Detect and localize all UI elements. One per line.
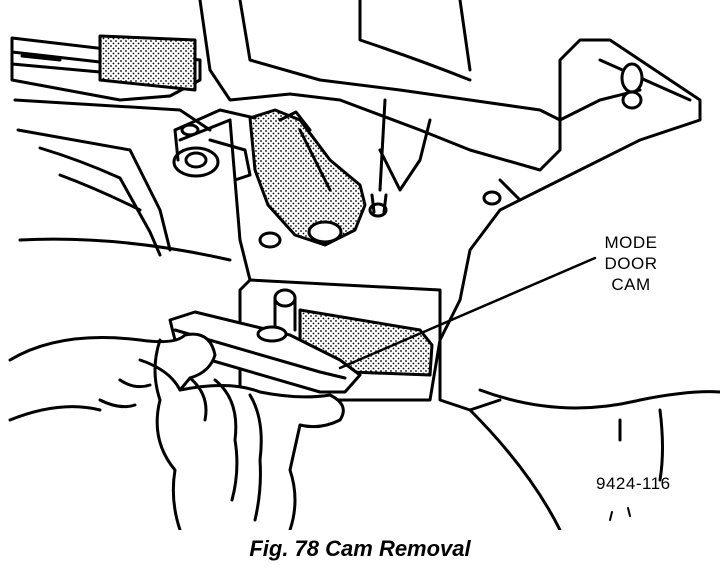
figure-caption: Fig. 78 Cam Removal [0,536,720,562]
hvac-housing [198,0,702,412]
callout-line: CAM [611,275,651,294]
caption-title: Cam Removal [325,536,471,561]
dash-lower-right [468,388,720,530]
callout-mode-door-cam: MODE DOOR CAM [588,232,674,295]
dash-panel-left [10,34,232,262]
figure-number: 9424-116 [596,474,671,493]
callout-leader-line [338,256,597,370]
caption-label: Fig. 78 [249,536,320,561]
cam-removal-illustration [8,0,720,530]
callout-line: DOOR [604,254,658,273]
mode-door-cam-installed [172,98,388,247]
hand [8,332,345,530]
callout-line: MODE [604,233,658,252]
